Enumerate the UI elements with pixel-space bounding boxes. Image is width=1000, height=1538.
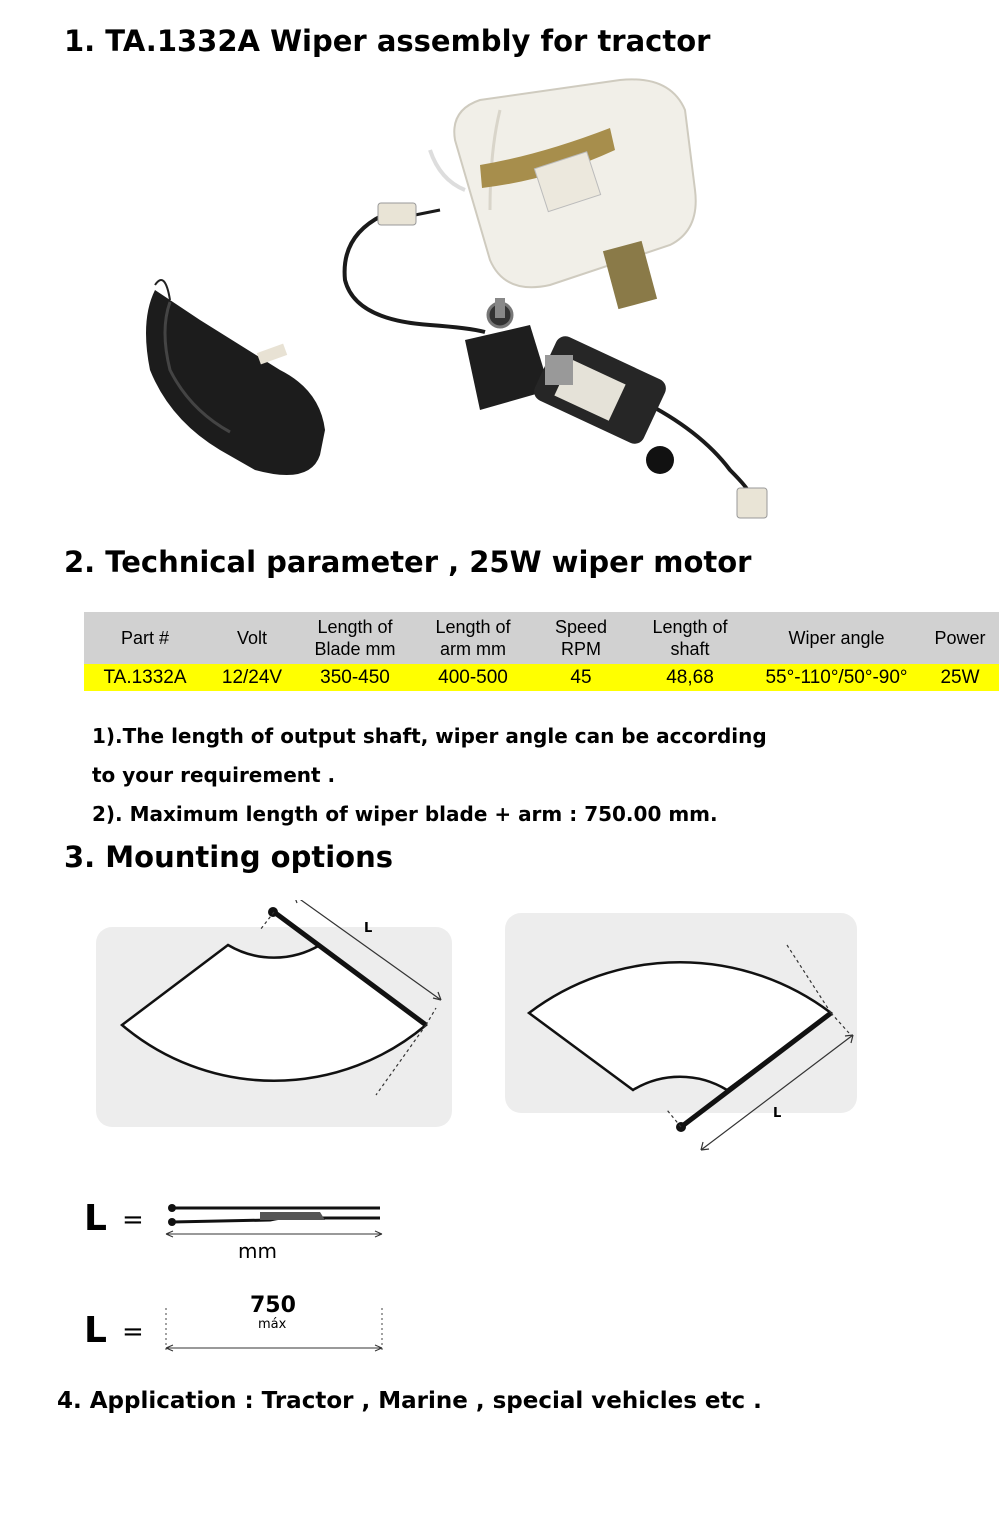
table-row: TA.1332A 12/24V 350-450 400-500 45 48,68… (84, 664, 999, 691)
cell-volt: 12/24V (206, 664, 298, 691)
header-part: Part # (84, 612, 206, 664)
control-switch-box (146, 279, 325, 475)
max-length-value: 750 (250, 1293, 296, 1318)
cell-shaft-length: 48,68 (628, 664, 752, 691)
length-label-2: L (773, 1106, 781, 1121)
mounting-option-bottom-pivot: L (505, 913, 857, 1151)
cell-blade-length: 350-450 (298, 664, 412, 691)
length-formula-max: L = 750 máx (84, 1293, 383, 1352)
section-title-mounting: 3. Mounting options (64, 840, 393, 874)
length-formula-mm: L = mm (84, 1198, 383, 1263)
product-photo (146, 78, 768, 519)
wiper-blade-icon (168, 1204, 380, 1226)
wiper-motor (465, 298, 674, 474)
cell-wiper-angle: 55°-110°/50°-90° (752, 664, 921, 691)
formula-equals: = (122, 1205, 144, 1235)
header-power: Power (921, 612, 999, 664)
header-volt: Volt (206, 612, 298, 664)
section-title-assembly: 1. TA.1332A Wiper assembly for tractor (64, 24, 711, 58)
cell-arm-length: 400-500 (412, 664, 534, 691)
formula-equals-2: = (122, 1317, 144, 1347)
length-label-1: L (364, 921, 372, 936)
cell-part: TA.1332A (84, 664, 206, 691)
note-1-line-2: to your requirement . (92, 763, 336, 787)
section-title-technical: 2. Technical parameter , 25W wiper motor (64, 545, 752, 579)
formula-symbol: L (84, 1198, 107, 1239)
max-length-label: máx (258, 1317, 287, 1332)
header-wiper-angle: Wiper angle (752, 612, 921, 664)
cell-power: 25W (921, 664, 999, 691)
formula-unit: mm (238, 1239, 277, 1263)
washer-reservoir (428, 78, 697, 310)
mounting-option-top-pivot: L (96, 900, 452, 1127)
note-2: 2). Maximum length of wiper blade + arm … (92, 802, 718, 826)
cell-speed: 45 (534, 664, 628, 691)
formula-symbol-2: L (84, 1310, 107, 1351)
note-1-line-1: 1).The length of output shaft, wiper ang… (92, 724, 767, 748)
section-title-application: 4. Application : Tractor , Marine , spec… (57, 1388, 762, 1414)
